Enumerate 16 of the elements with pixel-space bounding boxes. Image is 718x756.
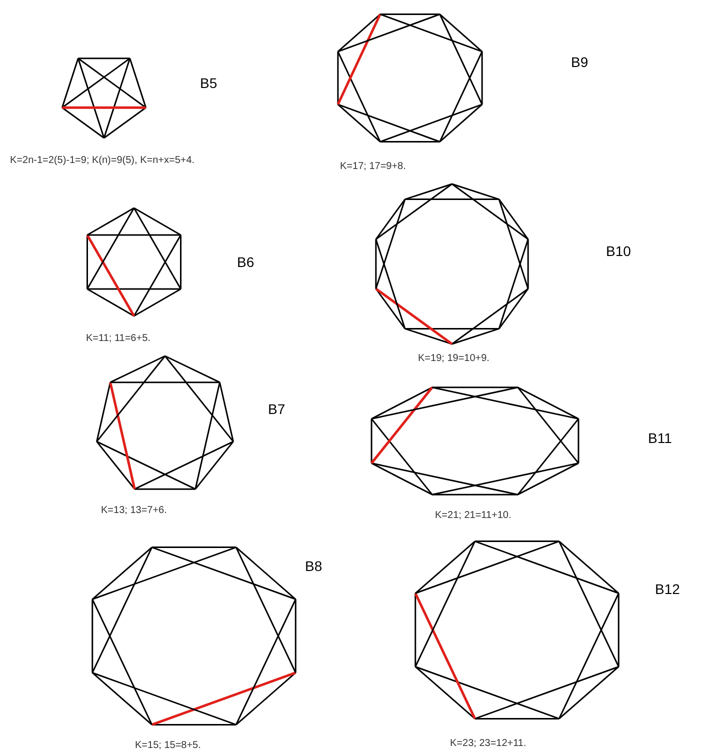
- figure-label: B10: [606, 243, 631, 259]
- figure-label: B7: [268, 401, 286, 417]
- formula-caption: K=11; 11=6+5.: [86, 333, 150, 344]
- formula-caption: K=17; 17=9+8.: [340, 161, 406, 172]
- formula-caption: K=2n-1=2(5)-1=9; K(n)=9(5), K=n+x=5+4.: [10, 155, 195, 166]
- formula-caption: K=21; 21=11+10.: [435, 510, 512, 521]
- formula-caption: K=19; 19=10+9.: [418, 353, 490, 364]
- formula-caption: K=23; 23=12+11.: [450, 738, 526, 749]
- formula-caption: K=15; 15=8+5.: [135, 740, 201, 751]
- figure-label: B6: [237, 254, 254, 270]
- formula-caption: K=13; 13=7+6.: [101, 505, 167, 516]
- figure-label: B11: [648, 430, 672, 446]
- figure-label: B9: [571, 54, 588, 70]
- figure-label: B5: [200, 75, 218, 91]
- figure-label: B12: [655, 581, 680, 597]
- figure-label: B8: [305, 558, 322, 574]
